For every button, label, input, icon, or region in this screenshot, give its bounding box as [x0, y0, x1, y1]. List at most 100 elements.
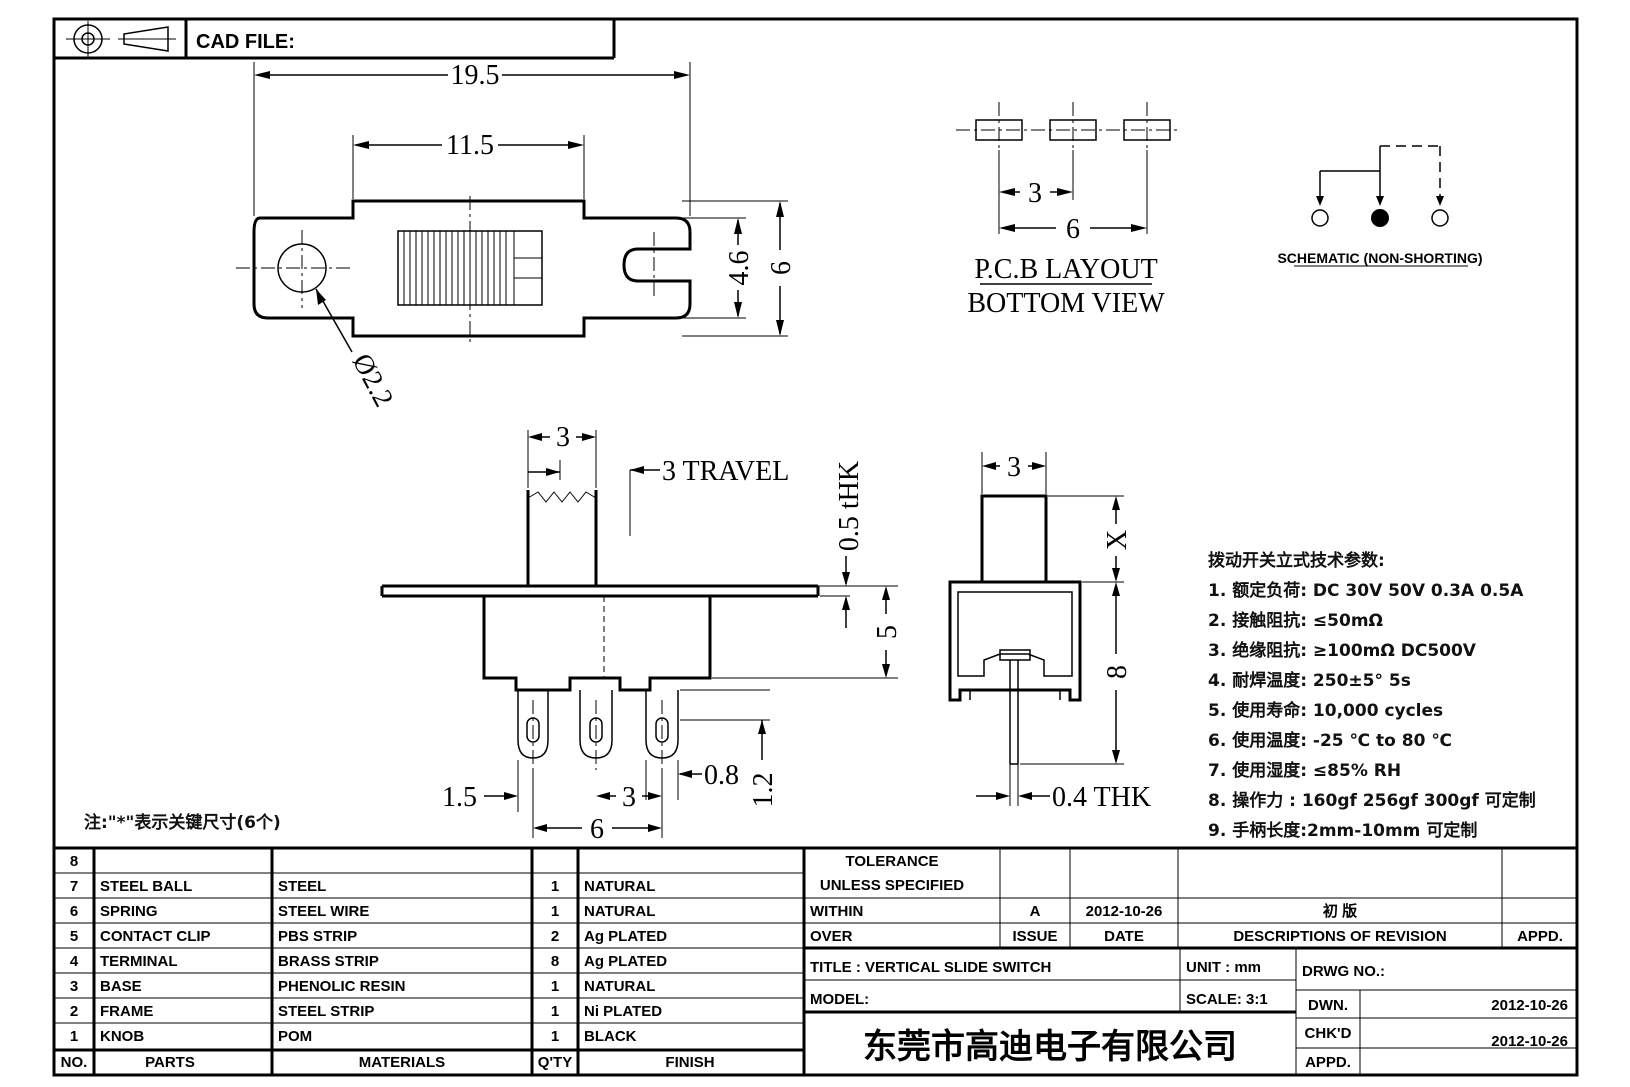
- dim-total-length: 19.5: [451, 60, 500, 91]
- within-label: WITHIN: [810, 903, 863, 920]
- side-dim-thk: 0.4 THK: [1052, 782, 1151, 813]
- scale-label: SCALE: 3:1: [1186, 991, 1268, 1008]
- bom-material: POM: [278, 1028, 312, 1045]
- bom-no: 5: [70, 928, 78, 945]
- company-name: 东莞市高迪电子有限公司: [863, 1027, 1237, 1067]
- dim-outer-width: 6: [766, 261, 797, 275]
- drawn-date: 2012-10-26: [1491, 997, 1568, 1014]
- bom-qty: 1: [551, 978, 559, 995]
- spec-item: 7. 使用湿度: ≤85% RH: [1208, 760, 1401, 781]
- bom-qty: 2: [551, 928, 559, 945]
- bom-qty: 1: [551, 1028, 559, 1045]
- drawing-title: TITLE : VERTICAL SLIDE SWITCH: [810, 959, 1051, 976]
- side-dim-x: X: [1102, 530, 1133, 550]
- bom-qty: 8: [551, 953, 559, 970]
- spec-item: 4. 耐焊温度: 250±5° 5s: [1208, 670, 1411, 691]
- spec-item: 3. 绝缘阻抗: ≥100mΩ DC500V: [1208, 640, 1477, 661]
- bom-no: 1: [70, 1028, 78, 1045]
- bom-material: PHENOLIC RESIN: [278, 978, 406, 995]
- model-label: MODEL:: [810, 991, 869, 1008]
- revision-desc: 初 版: [1323, 902, 1357, 920]
- key-dimension-note: 注:"*"表示关键尺寸(6个): [84, 812, 281, 833]
- front-dim-span: 6: [590, 814, 604, 845]
- front-dim-pin-w: 0.8: [704, 760, 739, 791]
- spec-item: 1. 额定负荷: DC 30V 50V 0.3A 0.5A: [1208, 580, 1524, 601]
- date-label: DATE: [1104, 928, 1144, 945]
- checked-date: 2012-10-26: [1491, 1033, 1568, 1050]
- title-block: TOLERANCE UNLESS SPECIFIED WITHIN OVER A…: [804, 848, 1577, 1075]
- top-view: 19.5 11.5 4.6 6 Ø2.2: [236, 60, 797, 412]
- bom-no: 2: [70, 1003, 78, 1020]
- spec-title: 拨动开关立式技术参数:: [1208, 550, 1385, 571]
- bom-part: KNOB: [100, 1028, 144, 1045]
- tolerance-label: TOLERANCE: [845, 853, 938, 870]
- bom-qty: 1: [551, 1003, 559, 1020]
- dim-hole: Ø2.2: [346, 349, 399, 412]
- bom-header-finish: FINISH: [665, 1054, 714, 1071]
- front-dim-thk: 0.5 tHK: [834, 461, 865, 551]
- approved-label: APPD.: [1305, 1054, 1351, 1071]
- front-dim-offset: 1.5: [442, 782, 477, 813]
- bom-header-parts: PARTS: [145, 1054, 195, 1071]
- bom-finish: Ag PLATED: [584, 928, 667, 945]
- unless-specified-label: UNLESS SPECIFIED: [820, 877, 964, 894]
- schematic-label: SCHEMATIC (NON-SHORTING): [1277, 250, 1482, 266]
- bom-part: CONTACT CLIP: [100, 928, 211, 945]
- bom-header-materials: MATERIALS: [359, 1054, 445, 1071]
- bom-no: 8: [70, 853, 78, 870]
- pcb-layout: 3 6 P.C.B LAYOUT BOTTOM VIEW: [956, 102, 1180, 319]
- issue-value: A: [1030, 903, 1041, 920]
- side-view: 3 X 8 0.4 THK: [948, 452, 1151, 813]
- bom-qty: 1: [551, 878, 559, 895]
- bom-finish: NATURAL: [584, 978, 655, 995]
- spec-item: 5. 使用寿命: 10,000 cycles: [1208, 700, 1443, 721]
- spec-item: 9. 手柄长度:2mm-10mm 可定制: [1208, 820, 1477, 841]
- drawn-label: DWN.: [1308, 997, 1348, 1014]
- pcb-dim-pitch: 3: [1028, 178, 1042, 209]
- pcb-title: P.C.B LAYOUT: [974, 254, 1157, 285]
- bom-part: BASE: [100, 978, 142, 995]
- bom-finish: BLACK: [584, 1028, 637, 1045]
- cad-file-label: CAD FILE:: [196, 31, 295, 53]
- date-value: 2012-10-26: [1086, 903, 1163, 920]
- front-dim-pin-len: 1.2: [748, 773, 779, 808]
- bom-part: FRAME: [100, 1003, 153, 1020]
- bom-no: 7: [70, 878, 78, 895]
- bom-part: SPRING: [100, 903, 158, 920]
- pcb-subtitle: BOTTOM VIEW: [967, 288, 1165, 319]
- bom-no: 6: [70, 903, 78, 920]
- bom-qty: 1: [551, 903, 559, 920]
- bom-part: STEEL BALL: [100, 878, 192, 895]
- projection-symbol-icon: [66, 21, 176, 57]
- header-box: CAD FILE:: [54, 19, 616, 60]
- bom-table: 8 7 STEEL BALL STEEL 1 NATURAL 6 SPRING …: [54, 846, 1577, 1075]
- front-pins: [517, 690, 679, 770]
- unit-label: UNIT : mm: [1186, 959, 1261, 976]
- spec-item: 6. 使用温度: -25 ℃ to 80 ℃: [1208, 730, 1452, 751]
- schematic: SCHEMATIC (NON-SHORTING): [1277, 145, 1483, 267]
- revision-label: DESCRIPTIONS OF REVISION: [1233, 928, 1446, 945]
- front-dim-height: 5: [872, 625, 903, 639]
- bom-material: PBS STRIP: [278, 928, 357, 945]
- pcb-dim-span: 6: [1066, 214, 1080, 245]
- bom-header-no: NO.: [61, 1054, 88, 1071]
- front-view: 3 3 TRAVEL 0.5 tHK 5 1.2 0.8: [380, 422, 903, 845]
- dim-body-length: 11.5: [446, 130, 494, 161]
- bom-material: STEEL STRIP: [278, 1003, 374, 1020]
- appd-label: APPD.: [1517, 928, 1563, 945]
- spec-item: 2. 接触阻抗: ≤50mΩ: [1208, 610, 1383, 631]
- side-dim-height: 8: [1102, 665, 1133, 679]
- bom-finish: Ag PLATED: [584, 953, 667, 970]
- front-dim-pitch: 3: [622, 782, 636, 813]
- side-dim-knob: 3: [1007, 452, 1021, 483]
- issue-label: ISSUE: [1012, 928, 1057, 945]
- bom-finish: Ni PLATED: [584, 1003, 662, 1020]
- bom-finish: NATURAL: [584, 878, 655, 895]
- bom-part: TERMINAL: [100, 953, 178, 970]
- sheet-border: [52, 17, 1579, 1077]
- dim-inner-width: 4.6: [724, 251, 755, 286]
- bom-finish: NATURAL: [584, 903, 655, 920]
- bom-material: STEEL: [278, 878, 326, 895]
- front-travel: 3 TRAVEL: [662, 456, 789, 487]
- over-label: OVER: [810, 928, 853, 945]
